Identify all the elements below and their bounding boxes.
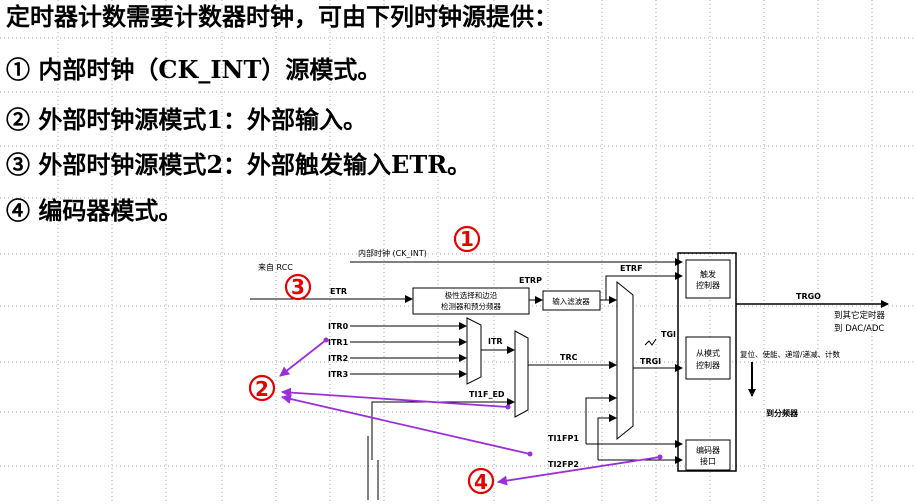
etrf-label: ETRF [620, 264, 643, 273]
input-filter-label: 输入滤波器 [552, 296, 590, 306]
trgo-label: TRGO [796, 292, 821, 301]
to-prescaler-label: 到分频器 [766, 408, 799, 418]
polarity-box-line-2: 检测器和预分频器 [441, 301, 501, 311]
itr0-label: ITR0 [328, 322, 349, 331]
encoder-interface-box [685, 439, 731, 471]
slave-modes-label: 复位、使能、递增/递减、计数 [740, 349, 841, 359]
trigger-controller-label-2: 控制器 [696, 280, 720, 290]
slave-controller-label-2: 控制器 [696, 360, 720, 370]
slave-controller-label: 从模式 [696, 348, 720, 358]
trigger-controller-box [685, 259, 731, 299]
polarity-box-line-1: 极性选择和边沿 [445, 290, 498, 300]
etrp-label: ETRP [519, 276, 542, 285]
ti1fp1-label: TI1FP1 [548, 434, 579, 443]
to-other-timers-label: 到其它定时器 [834, 310, 886, 321]
trigger-controller-label: 触发 [700, 269, 716, 279]
itr-mux [466, 317, 482, 385]
controller-block [677, 252, 737, 472]
polarity-prescaler-box [412, 287, 530, 315]
itr2-label: ITR2 [328, 354, 348, 363]
encoder-interface-label: 编码器 [696, 445, 720, 455]
ti1f-ed-label: TI1F_ED [469, 390, 505, 399]
svg-text:2: 2 [255, 377, 269, 401]
trgi-mux [616, 280, 634, 441]
from-rcc-label: 来自 RCC [258, 262, 293, 272]
etr-label: ETR [330, 287, 347, 296]
internal-clock-label: 内部时钟 (CK_INT) [358, 248, 427, 258]
encoder-interface-label-2: 接口 [700, 456, 716, 466]
itr-label: ITR [488, 337, 503, 346]
slave-controller-box [685, 336, 731, 380]
itr1-label: ITR1 [328, 338, 349, 347]
intro-line: 定时器计数需要计数器时钟，可由下列时钟源提供： [6, 2, 558, 31]
ti2fp2-label: TI2FP2 [548, 460, 579, 469]
to-dac-adc-label: 到 DAC/ADC [834, 324, 884, 334]
trc-label: TRC [560, 353, 578, 362]
tgi-label: TGI [661, 330, 676, 339]
itr3-label: ITR3 [328, 370, 348, 379]
mode-2-line: ② 外部时钟源模式1：外部输入。 [6, 105, 368, 134]
mode-3-line: ③ 外部时钟源模式2：外部触发输入ETR。 [6, 150, 472, 179]
svg-text:3: 3 [291, 275, 305, 299]
trgi-label: TRGI [640, 357, 661, 366]
svg-text:4: 4 [474, 470, 488, 494]
svg-text:1: 1 [460, 227, 474, 251]
mode-4-line: ④ 编码器模式。 [6, 196, 183, 225]
trc-mux [514, 330, 529, 418]
mode-1-line: ① 内部时钟（CK_INT）源模式。 [6, 55, 382, 84]
